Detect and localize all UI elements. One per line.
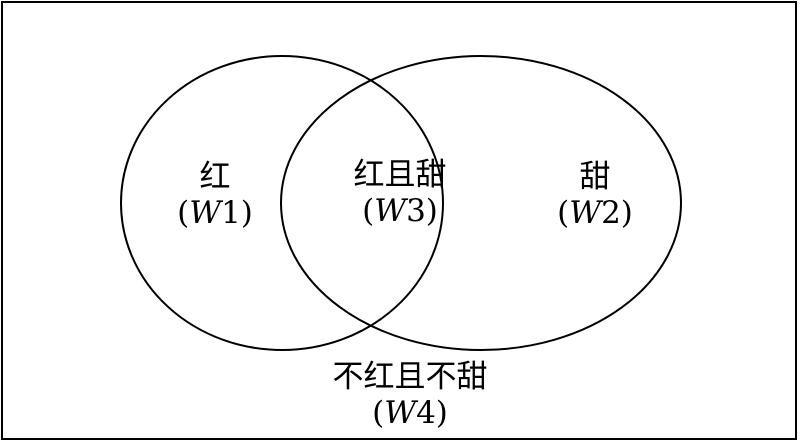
region-neither-code: (W4) [372, 394, 448, 431]
region-both-label: 红且甜 (W3) [330, 157, 470, 229]
region-sweet-name: 甜 [579, 159, 611, 195]
region-red-label: 红 (W1) [160, 159, 270, 231]
region-both-code: (W3) [362, 192, 438, 229]
region-red-name: 红 [199, 159, 231, 195]
set-sweet-ellipse [280, 55, 682, 351]
region-both-name: 红且甜 [353, 157, 447, 193]
region-neither-label: 不红且不甜 (W4) [300, 359, 520, 431]
region-sweet-label: 甜 (W2) [540, 159, 650, 231]
set-red-ellipse [120, 55, 444, 351]
region-neither-name: 不红且不甜 [332, 359, 488, 395]
region-sweet-code: (W2) [557, 194, 633, 231]
region-red-code: (W1) [177, 194, 253, 231]
